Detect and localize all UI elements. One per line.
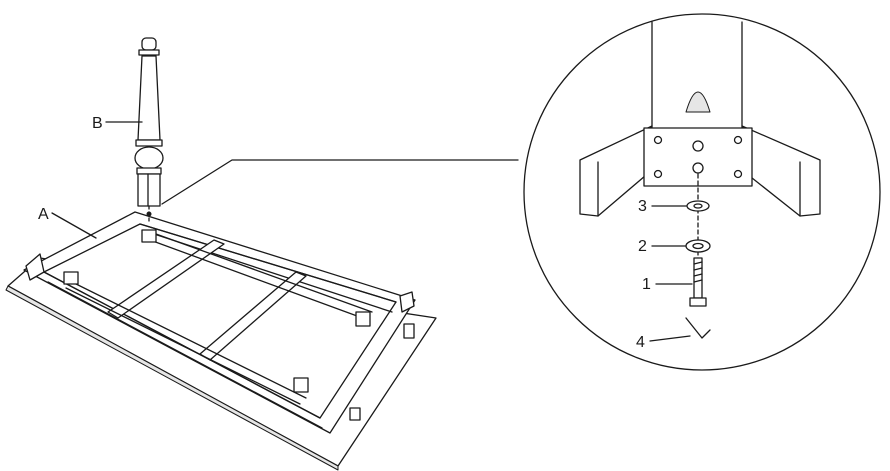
label-4: 4 [636, 334, 645, 351]
washer-large [685, 239, 711, 253]
mounting-plate [643, 127, 753, 187]
leg-bulb [134, 146, 164, 170]
block-1 [63, 271, 79, 285]
label-1: 1 [642, 276, 651, 293]
bolt [689, 257, 707, 307]
leg-bottom-taper [685, 91, 711, 113]
corner-bracket-left [25, 253, 45, 281]
block-4 [355, 311, 371, 327]
table-leg-illustration [134, 37, 164, 225]
label-b-group: B [92, 115, 143, 132]
leg-shaft [137, 55, 161, 141]
corner-bracket-right [399, 291, 415, 313]
label-a-group: A [38, 206, 97, 239]
block-6 [349, 407, 361, 421]
label-2-group: 2 [638, 238, 687, 255]
label-b: B [92, 115, 103, 132]
table-frame-illustration [5, 211, 437, 471]
label-1-group: 1 [642, 276, 693, 293]
table-top-edge [5, 285, 339, 471]
washer-small [686, 200, 710, 212]
apron-arm-right [741, 125, 821, 217]
label-a: A [38, 206, 49, 223]
label-4-group: 4 [636, 334, 691, 351]
detail-circle-outline [523, 13, 881, 371]
allen-key [685, 317, 711, 339]
block-3 [293, 377, 309, 393]
leg-block [137, 173, 161, 207]
detail-circle [523, 13, 881, 371]
label-3: 3 [638, 198, 647, 215]
label-2: 2 [638, 238, 647, 255]
block-2 [141, 229, 157, 243]
block-5 [403, 323, 415, 339]
label-3-group: 3 [638, 198, 687, 215]
cross-brace-left [107, 239, 225, 319]
detail-leader-line [161, 159, 519, 205]
leg-finial [141, 37, 157, 51]
